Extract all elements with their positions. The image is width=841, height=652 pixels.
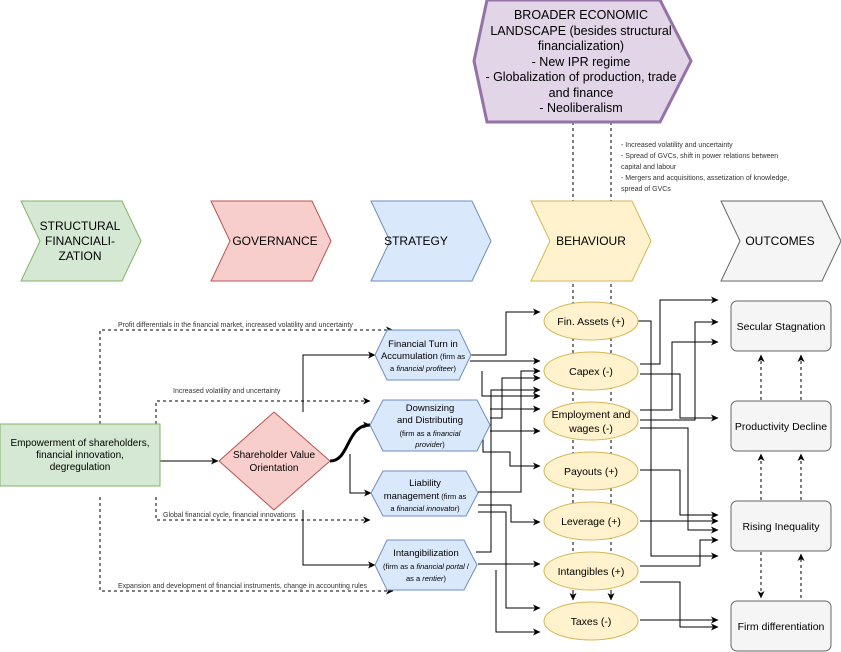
- header-strategy-label: STRATEGY: [384, 234, 448, 248]
- outcome-secular-stagnation: [730, 300, 832, 352]
- broad-line-1: BROADER ECONOMIC: [514, 8, 648, 22]
- governance-node-line-1: Shareholder Value: [233, 450, 316, 461]
- strategy-4-line-3: as a rentier): [406, 574, 447, 583]
- outcome-label-productivity: Productivity Decline: [735, 421, 827, 433]
- behaviour-label-fin-assets: Fin. Assets (+): [557, 316, 624, 328]
- connectors: [99, 122, 805, 636]
- strategy-3-line-2: management (firm as: [384, 491, 467, 502]
- strategy-2-line-1: Downsizing: [406, 403, 455, 414]
- gov-to-strategy1: [302, 351, 376, 412]
- header-outcomes: [720, 200, 841, 282]
- source-line-3: degregulation: [50, 462, 111, 473]
- strategy-2-line-3: (firm as a financial: [400, 429, 461, 438]
- gov-to-strategy3: [349, 454, 372, 497]
- broader-landscape-hexagon: [472, 0, 693, 124]
- header-structural-line-1: STRUCTURAL: [40, 219, 121, 233]
- broad-line-2: LANDSCAPE (besides structural: [490, 24, 671, 38]
- behaviour-fin-assets: [543, 301, 639, 341]
- strategy-4-line-1: Intangibilization: [393, 548, 459, 559]
- strategy-2-line-4: provider): [414, 440, 445, 449]
- strategy-intangibilization: [374, 539, 478, 591]
- outcome-firm-differentiation: [730, 600, 832, 652]
- gov-to-strategy4: [302, 510, 376, 569]
- outcome-productivity-decline: [730, 400, 832, 452]
- behaviour-label-capex: Capex (-): [569, 366, 613, 378]
- strategy-financial-turn: [374, 329, 472, 381]
- strategy-3-line-1: Liability: [409, 478, 441, 489]
- source-line-2: financial innovation,: [36, 450, 124, 461]
- strategy-liability-management: [370, 470, 479, 517]
- header-outcomes-label: OUTCOMES: [745, 234, 814, 248]
- broad-effect-5: spread of GVCs: [621, 186, 671, 193]
- header-behaviour: [530, 200, 652, 282]
- header-structural-line-2: FINANCIALI-: [45, 234, 115, 248]
- source-line-1: Empowerment of shareholders,: [11, 438, 150, 449]
- gov-to-strategy2: [329, 421, 371, 463]
- header-structural: [20, 200, 142, 282]
- broad-effect-4: - Mergers and acquisitions, assetization…: [621, 175, 789, 182]
- broad-line-6: and finance: [549, 86, 614, 100]
- strategy-1-line-3: a financial profiteer): [390, 364, 456, 373]
- behaviour-taxes: [543, 601, 639, 641]
- outcome-rising-inequality: [730, 500, 832, 552]
- behaviour-label-employment-2: wages (-): [568, 423, 613, 435]
- annotation-3: Global financial cycle, financial innova…: [163, 512, 296, 519]
- header-governance: [210, 200, 332, 282]
- behaviour-capex: [543, 351, 639, 391]
- outcome-label-firm-diff: Firm differentiation: [738, 621, 825, 633]
- broad-line-5: - Globalization of production, trade: [485, 70, 676, 84]
- strategy-1-line-2: Accumulation (firm as: [381, 351, 465, 362]
- header-structural-line-3: ZATION: [58, 249, 101, 263]
- behaviour-intangibles: [543, 551, 639, 591]
- broad-line-4: - New IPR regime: [532, 55, 631, 69]
- behaviour-label-leverage: Leverage (+): [561, 516, 621, 528]
- shareholder-value-diamond: [218, 411, 331, 511]
- annotation-arrow-3: [155, 497, 371, 524]
- broad-effect-2: - Spread of GVCs, shift in power relatio…: [621, 153, 778, 160]
- behaviour-employment-wages: [543, 401, 639, 441]
- strategy-1-line-1: Financial Turn in: [388, 339, 458, 350]
- source-box: [0, 423, 161, 487]
- broad-effect-3: capital and labour: [621, 164, 677, 171]
- annotation-2: Increased volatility and uncertainty: [173, 388, 281, 395]
- header-strategy: [370, 200, 492, 282]
- annotation-arrow-4: [99, 497, 394, 595]
- behaviour-leverage: [543, 501, 639, 541]
- annotation-1: Profit differentials in the financial ma…: [118, 322, 353, 329]
- annotation-arrow-2: [155, 397, 371, 424]
- behaviour-label-payouts: Payouts (+): [564, 466, 618, 478]
- governance-node-line-2: Orientation: [250, 463, 299, 474]
- strategy-3-line-3: a financial innovator): [390, 504, 460, 513]
- annotation-arrow-1: [99, 326, 394, 424]
- behaviour-label-taxes: Taxes (-): [571, 616, 612, 628]
- behaviour-payouts: [543, 451, 639, 491]
- header-behaviour-label: BEHAVIOUR: [556, 234, 626, 248]
- outcome-label-inequality: Rising Inequality: [742, 521, 820, 533]
- broad-effect-1: - Increased volatility and uncertainty: [621, 142, 733, 149]
- behaviour-label-employment-1: Employment and: [552, 409, 631, 421]
- broad-line-3: financialization): [538, 39, 624, 53]
- strategy-4-line-2: (firm as a financial portal /: [383, 562, 470, 571]
- broad-line-7: - Neoliberalism: [539, 101, 622, 115]
- strategy-downsizing: [369, 399, 491, 452]
- header-governance-label: GOVERNANCE: [232, 234, 317, 248]
- annotation-4: Expansion and development of financial i…: [118, 583, 368, 590]
- outcome-label-secular: Secular Stagnation: [737, 321, 826, 333]
- strategy-2-line-2: and Distributing: [397, 415, 463, 426]
- behaviour-label-intangibles: Intangibles (+): [558, 566, 625, 578]
